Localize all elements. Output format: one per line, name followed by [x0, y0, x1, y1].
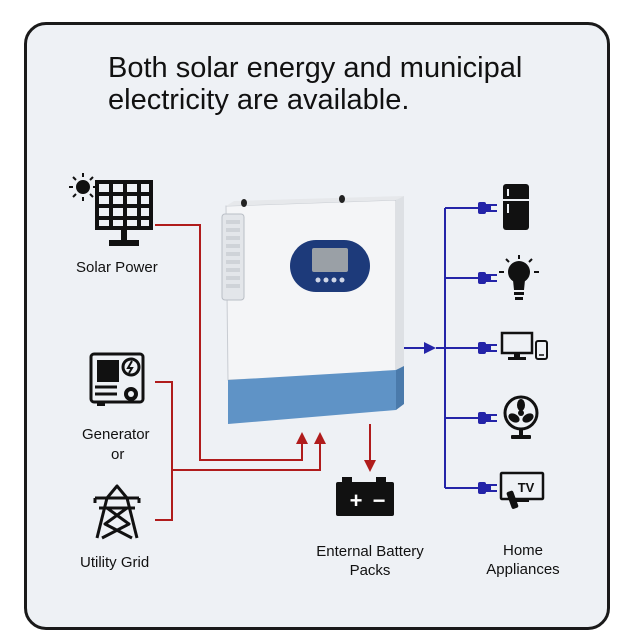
- source-wires: [155, 224, 376, 521]
- refrigerator-icon: [503, 184, 529, 230]
- transmission-tower-icon: [93, 484, 141, 540]
- solar-panel-icon: [95, 180, 153, 246]
- tv-label: TV: [518, 480, 535, 495]
- grid-wire: [155, 470, 173, 521]
- control-panel: [290, 240, 370, 292]
- appliances-label-line-2: Appliances: [486, 561, 560, 578]
- computer-icon: [500, 331, 548, 360]
- battery-label-line-2: Packs: [349, 562, 391, 579]
- headline-line-2: electricity are available.: [108, 84, 410, 116]
- inverter-base: [228, 370, 396, 424]
- mount-slots: [241, 195, 345, 207]
- light-bulb-icon: [499, 255, 539, 300]
- or-label: or: [111, 446, 125, 463]
- plug-icon: [478, 272, 497, 284]
- sun-icon: [69, 173, 97, 201]
- generator-icon: [89, 352, 145, 406]
- battery-plus: +: [350, 488, 363, 513]
- plug-icon: [478, 412, 497, 424]
- headline: Both solar energy and municipal electric…: [108, 52, 588, 116]
- solar-power-label: Solar Power: [76, 259, 158, 276]
- plug-icons: [478, 202, 497, 494]
- inverter-unit: [221, 195, 404, 424]
- headline-line-1: Both solar energy and municipal: [108, 52, 523, 84]
- appliances-label: Home Appliances: [478, 541, 568, 579]
- tv-icon: [499, 471, 545, 509]
- plug-icon: [478, 342, 497, 354]
- battery-minus: −: [373, 488, 386, 513]
- solar-wire: [155, 224, 308, 461]
- vent-grille: [221, 213, 245, 301]
- battery-label: Enternal Battery Packs: [308, 542, 432, 580]
- generator-label: Generator: [82, 426, 150, 443]
- battery-label-line-1: Enternal Battery: [316, 543, 424, 560]
- battery-icon: [336, 477, 394, 516]
- fan-icon: [503, 395, 539, 439]
- appliances-label-line-1: Home: [502, 542, 543, 559]
- lcd-screen: [312, 248, 348, 272]
- plug-icon: [478, 202, 497, 214]
- appliance-wires: [404, 207, 478, 489]
- utility-grid-label: Utility Grid: [80, 554, 150, 571]
- plug-icon: [478, 482, 497, 494]
